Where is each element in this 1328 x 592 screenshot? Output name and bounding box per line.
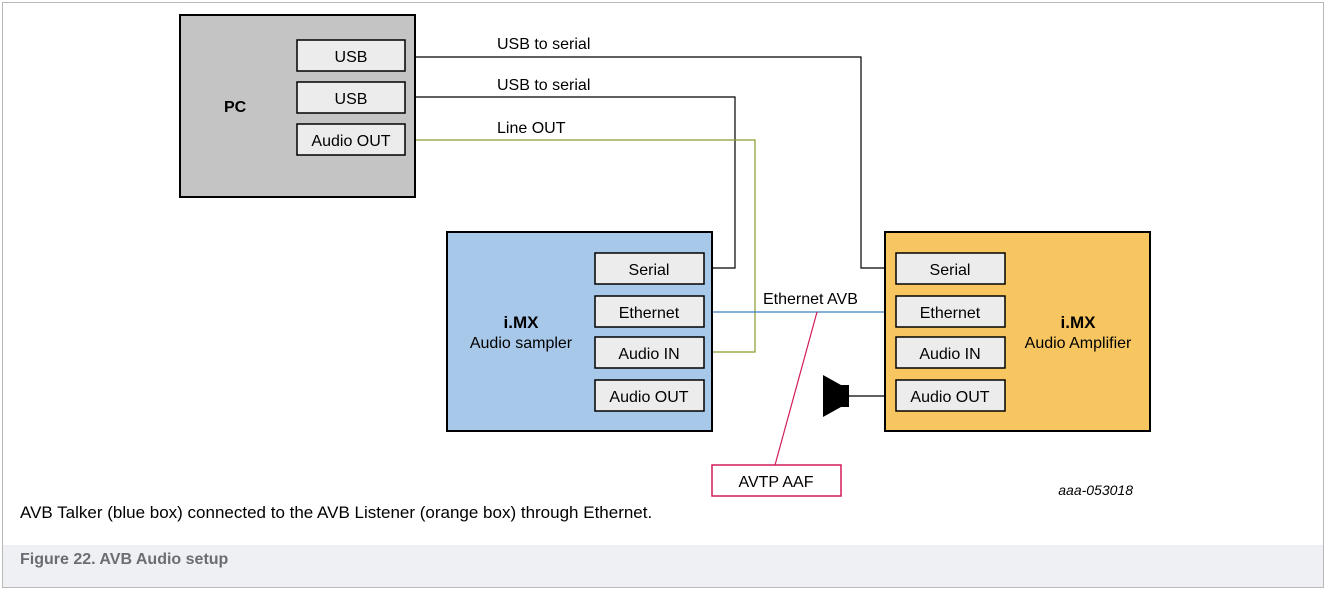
talker-port-audio-in-label: Audio IN bbox=[618, 346, 679, 363]
talker-port-audio-out bbox=[594, 379, 705, 412]
pc-port-usb-2 bbox=[296, 81, 406, 114]
listener-port-audio-out bbox=[895, 379, 1006, 412]
usb-to-serial-label-2: USB to serial bbox=[497, 77, 590, 94]
talker-port-serial bbox=[594, 252, 705, 285]
talker-box: i.MX Audio sampler Serial Ethernet Audio… bbox=[446, 231, 713, 432]
listener-port-ethernet bbox=[895, 295, 1006, 328]
pc-port-usb-1 bbox=[296, 39, 406, 72]
figure-caption: Figure 22. AVB Audio setup bbox=[20, 551, 229, 568]
ethernet-avb-label: Ethernet AVB bbox=[763, 291, 858, 308]
speaker-icon bbox=[823, 375, 849, 417]
listener-subtitle: Audio Amplifier bbox=[1025, 335, 1132, 352]
talker-port-serial-label: Serial bbox=[629, 262, 670, 279]
listener-port-audio-out-label: Audio OUT bbox=[910, 389, 989, 406]
pc-port-usb-2-label: USB bbox=[335, 91, 368, 108]
pc-port-usb-1-label: USB bbox=[335, 49, 368, 66]
listener-port-serial bbox=[895, 252, 1006, 285]
pc-port-audio-out-label: Audio OUT bbox=[311, 133, 390, 150]
talker-port-audio-in bbox=[594, 336, 705, 369]
talker-subtitle: Audio sampler bbox=[470, 335, 573, 352]
callout-line bbox=[774, 311, 818, 466]
usb-to-serial-label-1: USB to serial bbox=[497, 36, 590, 53]
pc-label: PC bbox=[224, 99, 247, 116]
talker-port-ethernet-label: Ethernet bbox=[619, 305, 680, 322]
talker-port-ethernet bbox=[594, 295, 705, 328]
listener-port-audio-in-label: Audio IN bbox=[919, 346, 980, 363]
avtp-aaf-label: AVTP AAF bbox=[739, 474, 814, 491]
pc-port-audio-out bbox=[296, 123, 406, 156]
wire-line-out bbox=[405, 139, 756, 353]
listener-box: i.MX Audio Amplifier Serial Ethernet Aud… bbox=[884, 231, 1151, 432]
listener-title: i.MX bbox=[1061, 313, 1097, 332]
wire-usb-serial-talker bbox=[405, 96, 736, 269]
listener-port-ethernet-label: Ethernet bbox=[920, 305, 981, 322]
listener-port-audio-in bbox=[895, 336, 1006, 369]
listener-port-serial-label: Serial bbox=[930, 262, 971, 279]
line-out-label: Line OUT bbox=[497, 120, 566, 137]
avtp-aaf-callout: AVTP AAF bbox=[711, 464, 842, 497]
caption-band bbox=[3, 545, 1323, 587]
talker-port-audio-out-label: Audio OUT bbox=[609, 389, 688, 406]
wire-usb-serial-listener bbox=[405, 56, 896, 269]
pc-box: PC USB USB Audio OUT bbox=[179, 14, 416, 198]
figure-id: aaa-053018 bbox=[1058, 482, 1133, 498]
talker-title: i.MX bbox=[504, 313, 540, 332]
figure-description: AVB Talker (blue box) connected to the A… bbox=[20, 503, 653, 522]
